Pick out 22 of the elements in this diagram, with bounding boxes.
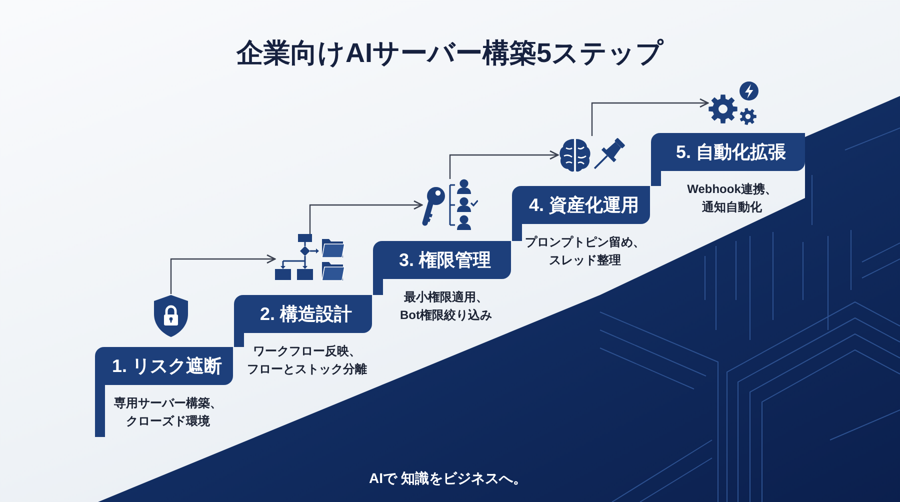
title: 企業向けAIサーバー構築5ステップ	[236, 37, 664, 70]
gears-icon	[708, 81, 760, 125]
step-description: Webhook連携、通知自動化	[686, 181, 778, 216]
step-header: 1. リスク遮断	[95, 347, 233, 385]
flowchart-folders-icon	[275, 234, 345, 284]
step-description: 専用サーバー構築、クローズド環境	[113, 395, 223, 430]
arrow	[449, 150, 559, 179]
arrow	[591, 98, 709, 136]
arrow	[170, 254, 276, 294]
brain-pin-icon	[558, 136, 626, 174]
step-header: 2. 構造設計	[234, 295, 372, 333]
step-header: 5. 自動化拡張	[651, 133, 805, 171]
step-description: ワークフロー反映、フローとストック分離	[246, 343, 368, 378]
step-description: 最小権限適用、Bot権限絞り込み	[399, 289, 493, 324]
stair-step	[651, 133, 805, 216]
shield-lock-icon	[152, 294, 190, 338]
step-header: 4. 資産化運用	[512, 186, 650, 224]
key-people-icon	[422, 179, 478, 231]
step-header: 3. 権限管理	[373, 241, 511, 279]
tagline: AIで 知識をビジネスへ。	[369, 470, 527, 488]
step-description: プロンプトピン留め、スレッド整理	[524, 234, 646, 269]
arrow	[309, 200, 423, 234]
